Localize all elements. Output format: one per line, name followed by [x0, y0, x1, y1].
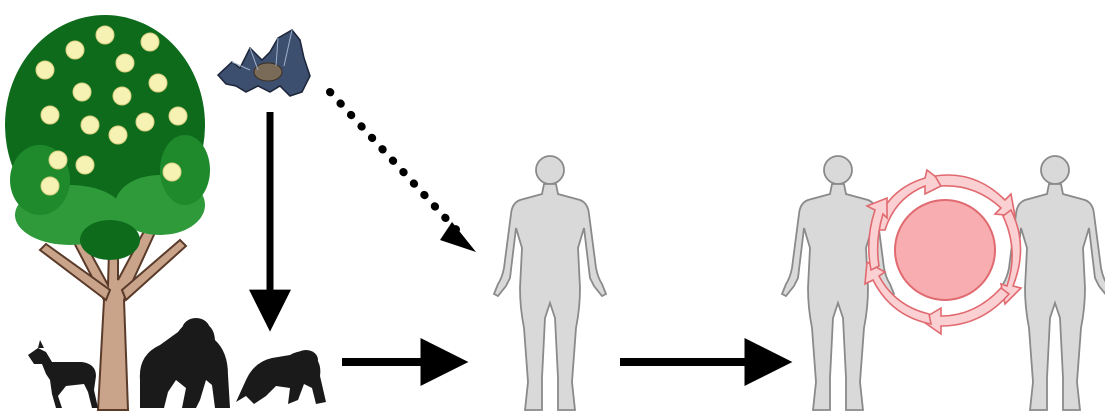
dotted-arrow-bat-to-human	[326, 88, 466, 240]
circular-arrows-icon	[864, 168, 1023, 336]
tree-trunk	[38, 214, 188, 411]
fruit-tree-icon	[5, 15, 210, 411]
tree-foliage	[5, 15, 210, 260]
tree-fruits	[35, 25, 188, 196]
chimpanzee-icon	[236, 350, 326, 404]
dotted-arrow-head	[440, 222, 476, 252]
cycle-center-disc	[894, 199, 996, 301]
duiker-antelope-icon	[28, 340, 98, 408]
bat-icon	[216, 29, 311, 97]
gorilla-icon	[139, 318, 230, 408]
human-figure-index	[493, 155, 607, 411]
